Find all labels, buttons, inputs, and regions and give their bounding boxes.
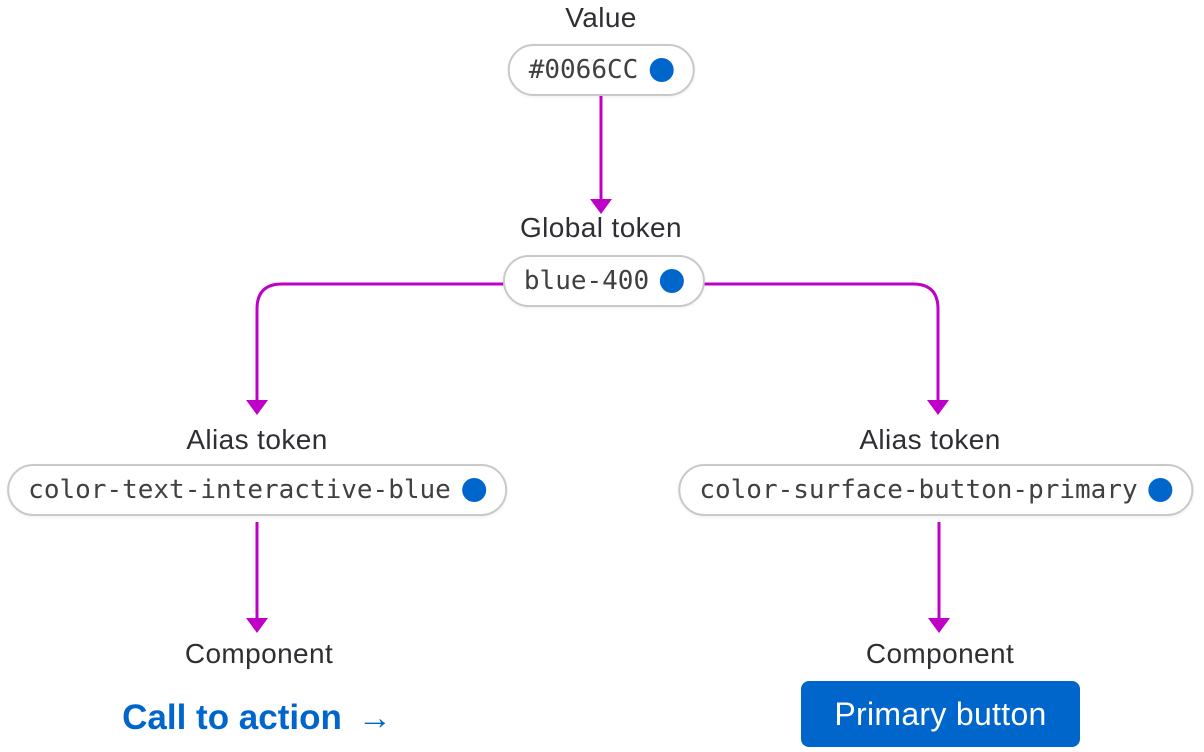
connector-value-to-global bbox=[590, 96, 612, 214]
value-label: Value bbox=[565, 2, 637, 33]
alias-token-left-pill: color-text-interactive-blue bbox=[7, 464, 507, 516]
alias-token-left-text: color-text-interactive-blue bbox=[28, 475, 451, 505]
color-swatch-dot bbox=[649, 58, 674, 82]
color-swatch-dot bbox=[660, 269, 685, 293]
value-token-pill: #0066CC bbox=[507, 44, 695, 96]
call-to-action-text: Call to action bbox=[122, 698, 342, 737]
alias-token-right-text: color-surface-button-primary bbox=[699, 475, 1138, 505]
color-swatch-dot bbox=[1148, 478, 1173, 502]
alias-token-right-pill: color-surface-button-primary bbox=[678, 464, 1194, 516]
arrow-right-icon: → bbox=[357, 699, 392, 737]
component-right-label: Component bbox=[865, 638, 1015, 669]
connector-alias-right-to-component bbox=[928, 522, 950, 633]
value-token-text: #0066CC bbox=[528, 55, 639, 85]
primary-button[interactable]: Primary button bbox=[801, 681, 1080, 747]
color-swatch-dot bbox=[461, 478, 486, 502]
connector-alias-left-to-component bbox=[246, 522, 268, 633]
alias-token-right-label: Alias token bbox=[859, 424, 1001, 455]
alias-token-left-label: Alias token bbox=[186, 424, 328, 455]
global-token-label: Global token bbox=[519, 212, 683, 243]
global-token-text: blue-400 bbox=[523, 266, 650, 296]
component-left-label: Component bbox=[184, 638, 334, 669]
global-token-pill: blue-400 bbox=[502, 255, 706, 307]
call-to-action-link[interactable]: Call to action → bbox=[122, 698, 392, 738]
